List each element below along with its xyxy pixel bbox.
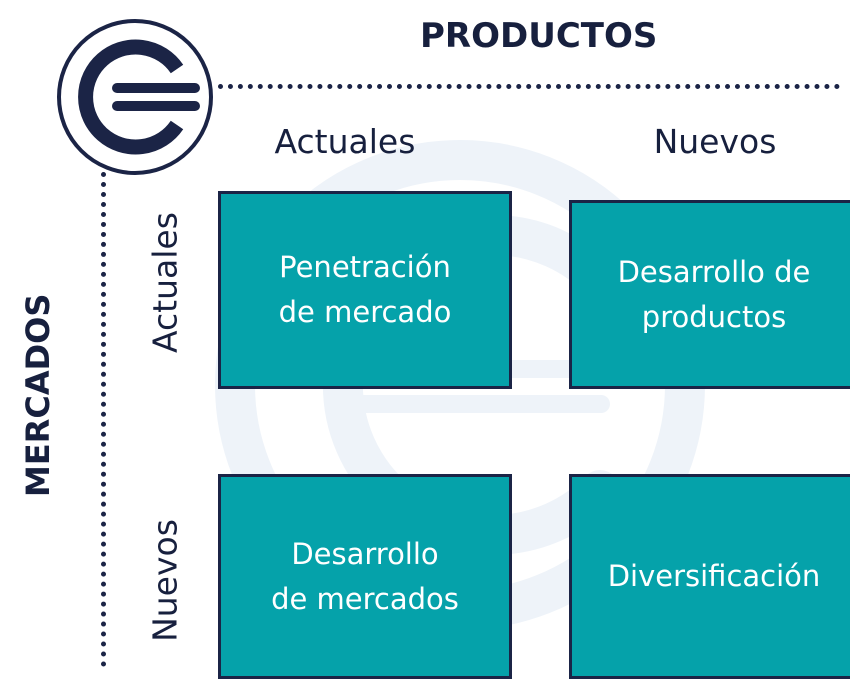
row-label-nuevos: Nuevos <box>145 519 185 642</box>
row-label-actuales: Actuales <box>145 212 185 353</box>
cell-label: Diversificación <box>607 559 821 593</box>
column-label-nuevos: Nuevos <box>653 122 777 161</box>
euro-logo-icon <box>57 19 213 175</box>
markets-axis-line <box>101 172 106 667</box>
cell-desarrollo-de-mercados: Desarrollo de mercados <box>218 474 512 679</box>
cell-label: Penetración de mercado <box>278 250 452 329</box>
cell-desarrollo-de-productos: Desarrollo de productos <box>569 200 850 389</box>
cell-diversificacion: Diversificación <box>569 474 850 679</box>
markets-axis-title: MERCADOS <box>19 293 57 497</box>
cell-label: Desarrollo de productos <box>617 254 811 334</box>
cell-penetracion-de-mercado: Penetración de mercado <box>218 191 512 389</box>
cell-label: Desarrollo de mercados <box>271 536 459 616</box>
products-axis-title: PRODUCTOS <box>420 16 658 56</box>
products-axis-line <box>218 84 840 89</box>
column-label-actuales: Actuales <box>274 122 416 161</box>
